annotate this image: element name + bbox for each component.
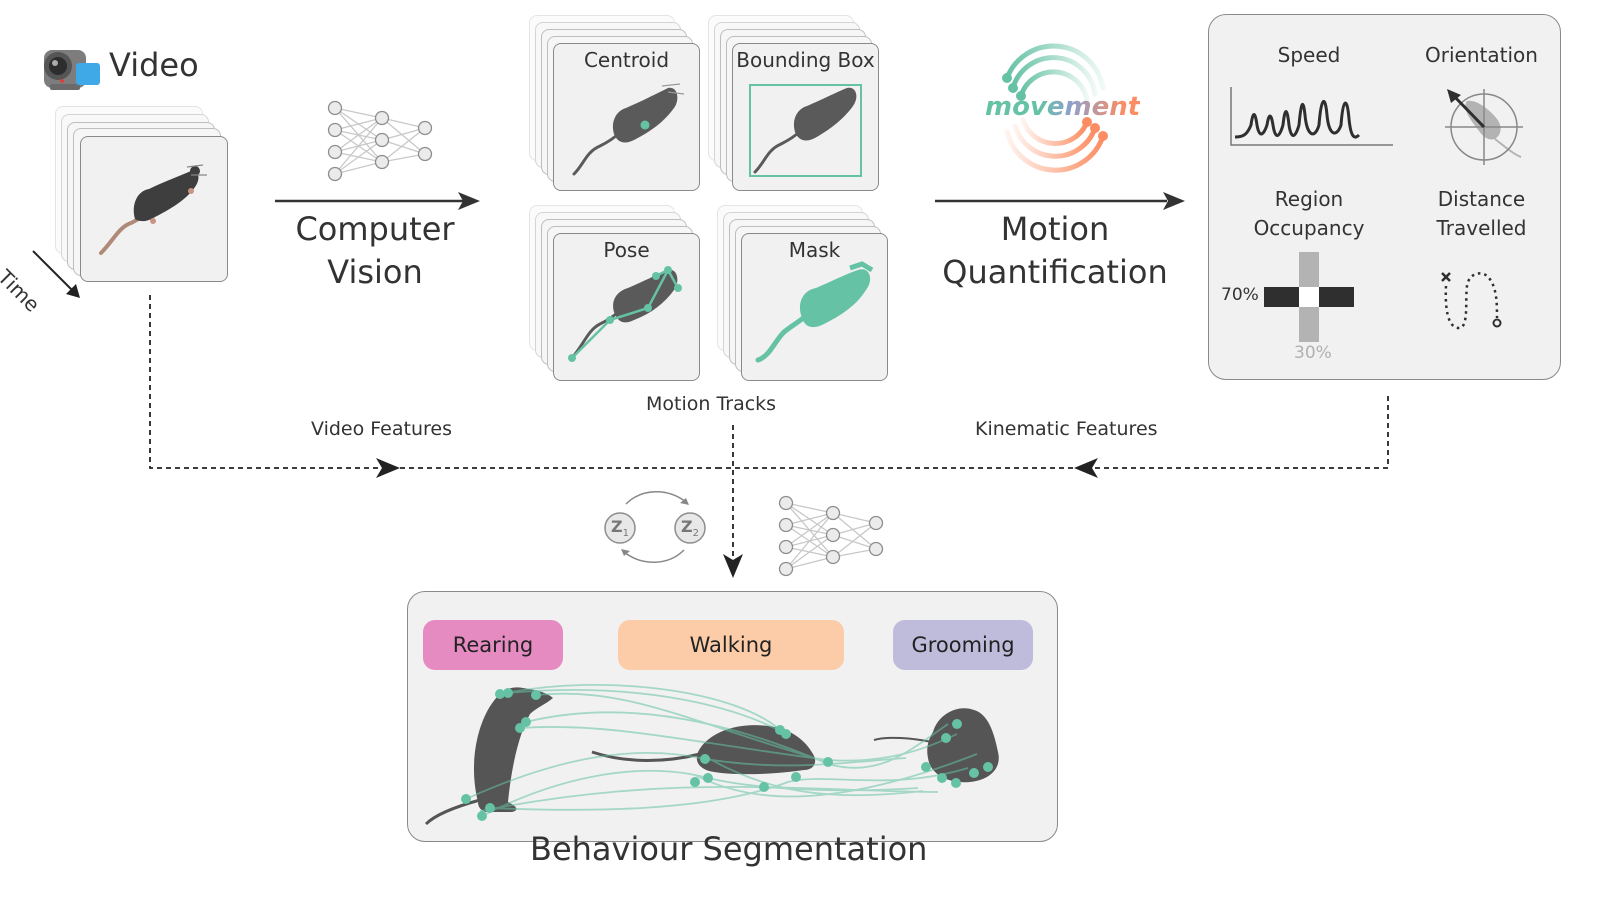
distance-line2: Travelled [1436, 216, 1527, 240]
mouse-centroid-icon [572, 83, 685, 176]
video-features-line [149, 295, 718, 469]
orientation-compass-icon [1445, 89, 1523, 165]
region-occupancy-label: Region Occupancy [1209, 185, 1409, 243]
occupancy-low-label: 30% [1294, 343, 1332, 363]
hmm-state-2: Z2 [681, 517, 699, 539]
computer-vision-line1: Computer [295, 210, 455, 248]
motion-tracks-caption: Motion Tracks [646, 393, 777, 415]
region-occupancy-cross-icon [1264, 252, 1354, 342]
motion-quantification-line1: Motion [1000, 210, 1110, 248]
arrow-right-icon [275, 192, 480, 210]
video-title: Video [109, 46, 199, 84]
movement-logo-text: movement [985, 92, 1141, 122]
region-line1: Region [1274, 187, 1344, 211]
bounding-box-label: Bounding Box [736, 48, 875, 72]
time-arrow-icon [32, 250, 80, 298]
behaviour-grooming: Grooming [893, 620, 1033, 670]
neural-network-icon [778, 495, 884, 577]
video-camera-icon [44, 50, 100, 90]
behaviour-segmentation-panel: Rearing Walking Grooming [407, 591, 1058, 842]
distance-path-icon [1441, 272, 1502, 330]
video-frame [80, 136, 228, 282]
distance-travelled-label: Distance Travelled [1399, 185, 1564, 243]
kinematic-metrics-panel: Speed Orientation Region Occupancy 70% 3… [1208, 14, 1561, 380]
behaviour-walking: Walking [618, 620, 844, 670]
bounding-box-card: Bounding Box [732, 43, 879, 191]
video-features-label: Video Features [311, 418, 452, 440]
mouse-pose-icon [568, 266, 682, 362]
neural-network-icon [327, 100, 433, 182]
mask-label: Mask [788, 238, 841, 262]
mouse-icon [99, 164, 207, 255]
computer-vision-label: Computer Vision [280, 208, 470, 294]
kinematic-features-line [718, 396, 1389, 469]
pose-card: Pose [553, 233, 700, 381]
centroid-label: Centroid [583, 48, 670, 72]
hmm-state-1: Z1 [611, 517, 629, 539]
orientation-label: Orientation [1425, 43, 1538, 67]
hmm-state-1-sub: 1 [622, 528, 629, 540]
pose-label: Pose [603, 238, 650, 262]
distance-line1: Distance [1437, 187, 1526, 211]
speed-label: Speed [1277, 43, 1341, 67]
arrow-right-icon [935, 192, 1185, 210]
kinematic-features-label: Kinematic Features [975, 418, 1158, 440]
motion-quantification-label: Motion Quantification [935, 208, 1175, 294]
occupancy-high-label: 70% [1221, 285, 1259, 305]
behaviour-segmentation-title: Behaviour Segmentation [530, 830, 928, 868]
speed-plot-icon [1230, 87, 1393, 146]
rearing-mouse-icon [473, 687, 553, 812]
hmm-state-1-symbol: Z [611, 517, 623, 536]
hmm-state-2-sub: 2 [692, 528, 699, 540]
computer-vision-line2: Vision [327, 253, 423, 291]
movement-logo-icon [1002, 43, 1108, 173]
motion-quantification-line2: Quantification [942, 253, 1168, 291]
mouse-mask-icon [755, 261, 874, 363]
hmm-state-2-symbol: Z [681, 517, 693, 536]
hmm-transition-arrows-icon [604, 491, 706, 563]
centroid-card: Centroid [553, 43, 700, 191]
behaviour-tracks-illustration [424, 683, 999, 826]
mask-card: Mask [741, 233, 888, 381]
arrow-right-icon [376, 458, 400, 478]
arrow-down-icon [723, 554, 743, 578]
region-line2: Occupancy [1253, 216, 1365, 240]
arrow-left-icon [1074, 458, 1098, 478]
mouse-bbox-icon [749, 84, 862, 177]
behaviour-rearing: Rearing [423, 620, 563, 670]
